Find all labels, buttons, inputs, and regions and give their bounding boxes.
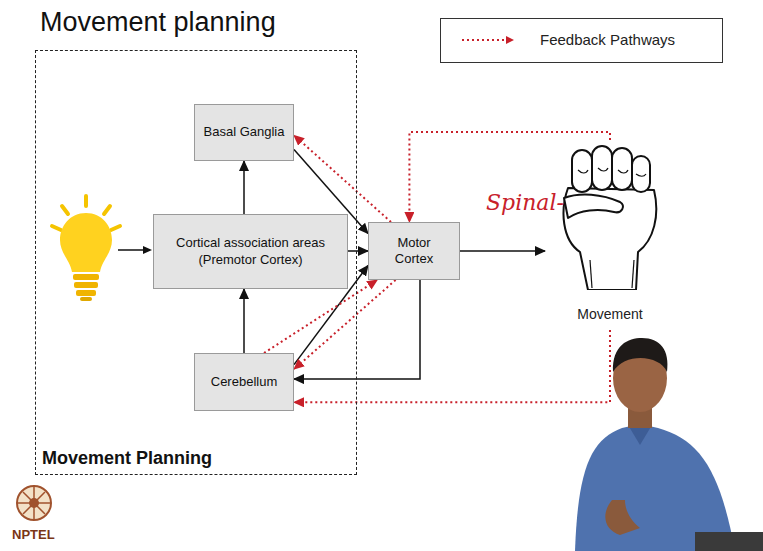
- signal-arrow: [460, 250, 545, 252]
- input-arrow: [118, 249, 144, 251]
- feedback-arrow: [294, 280, 396, 369]
- signal-arrow: [243, 289, 245, 353]
- signal-arrow: [348, 250, 368, 252]
- figure-label: Movement: [545, 306, 675, 322]
- process-box: Motor Cortex: [368, 222, 460, 280]
- feedback-arrow: [294, 330, 610, 402]
- input-arrow-head: [143, 246, 152, 254]
- slide-title: Movement planning: [40, 7, 276, 38]
- feedback-arrow: [294, 135, 391, 222]
- handwritten-note: Spinal-: [486, 190, 564, 215]
- process-box: Cortical association areas (Premotor Cor…: [153, 214, 348, 289]
- fist-illustration: [550, 140, 670, 290]
- nptel-logo: [17, 486, 51, 520]
- legend-frame: [441, 19, 723, 63]
- planning-region: Movement Planning Basal GangliaCortical a…: [35, 50, 357, 475]
- box-label: Basal Ganglia: [204, 124, 285, 140]
- legend-sample-head: [506, 36, 514, 44]
- feedback-arrow: [264, 280, 377, 353]
- box-label: Cerebellum: [211, 374, 277, 390]
- logo-text: NPTEL: [12, 527, 55, 542]
- process-box: Basal Ganglia: [194, 104, 294, 161]
- legend-sample-line: [462, 39, 506, 41]
- light-bulb: [52, 196, 120, 301]
- signal-arrow: [243, 161, 245, 214]
- box-label: Motor Cortex: [377, 235, 451, 268]
- movement-figure: Movement: [545, 140, 675, 330]
- box-label: Cortical association areas (Premotor Cor…: [162, 235, 339, 268]
- process-box: Cerebellum: [194, 353, 294, 411]
- legend-label: Feedback Pathways: [540, 31, 675, 48]
- region-label: Movement Planning: [42, 448, 212, 469]
- signal-arrow: [294, 280, 420, 379]
- speaker-figure: [575, 338, 763, 551]
